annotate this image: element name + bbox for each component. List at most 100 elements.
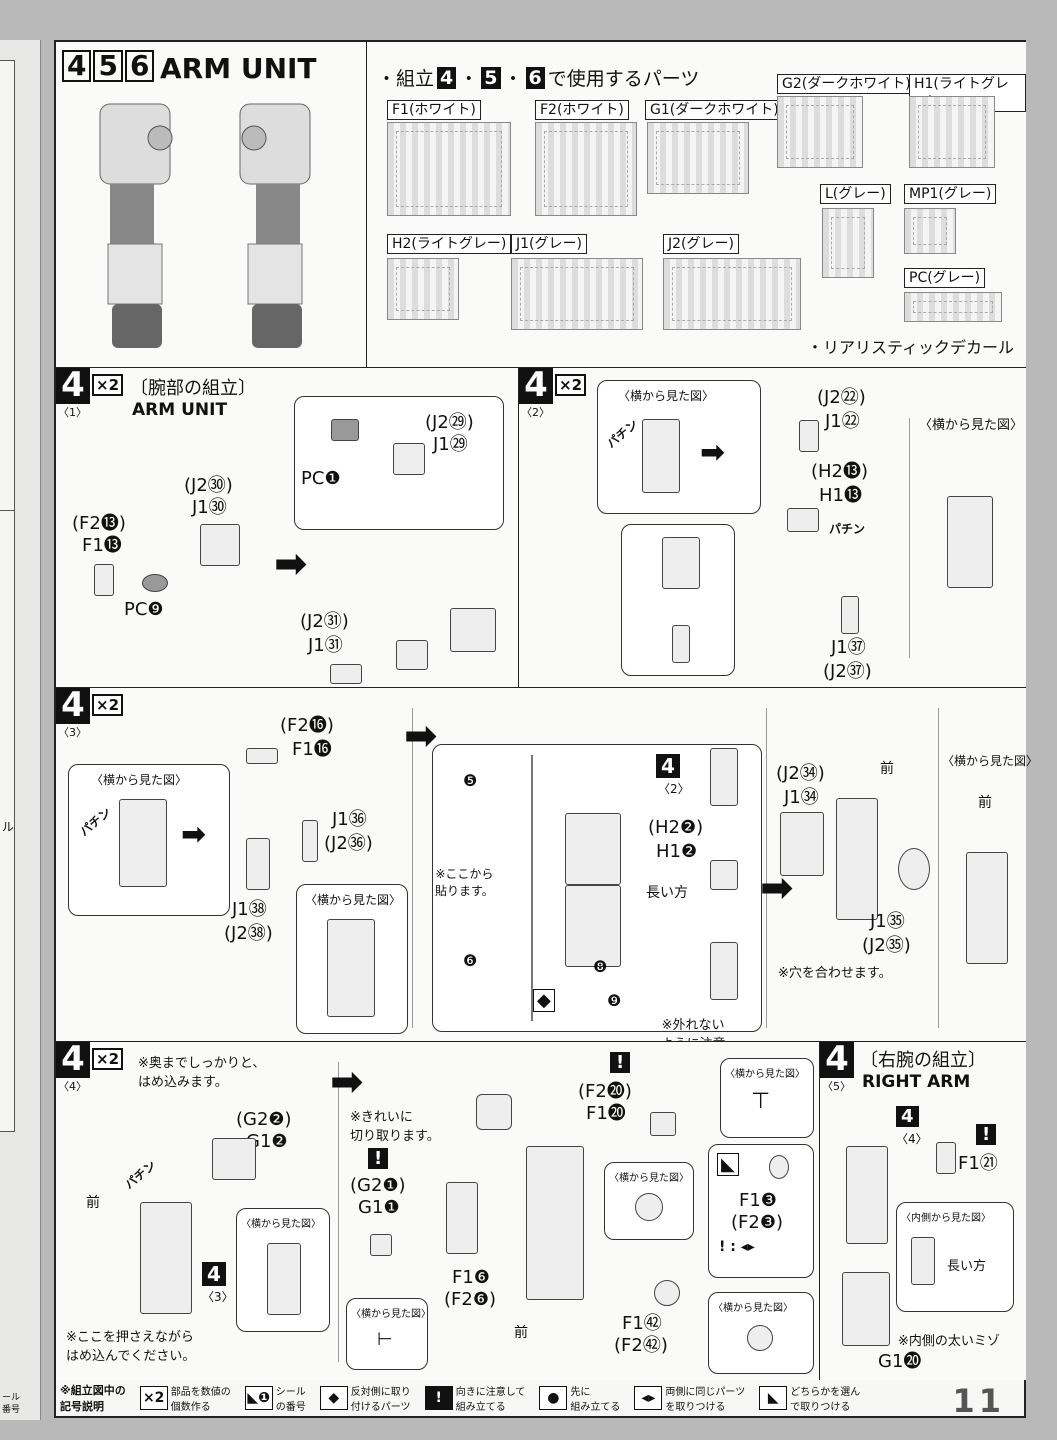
part-label: J1㊲ — [831, 637, 866, 658]
parts-heading-text: ・組立 — [377, 68, 435, 90]
step-panel-5: 4 〈5〉 〔右腕の組立〕 RIGHT ARM 4 〈4〉 ! F1㉑ 〈内側か… — [820, 1042, 1026, 1380]
side-view-bubble: 〈横から見た図〉 ⊢ — [346, 1298, 431, 1370]
assembled-arm — [836, 798, 878, 920]
front-label: 前 — [86, 1195, 100, 1211]
legend-item: !向きに注意して 組み立てる — [424, 1383, 525, 1413]
part-label: F1⓰ — [292, 739, 332, 760]
assembled-arm — [140, 1202, 192, 1314]
snap-note: パチン — [122, 1157, 159, 1192]
step-chip: 6 — [525, 66, 545, 89]
divider — [338, 1062, 339, 1362]
runner-label: G1(ダークホワイト) — [645, 100, 784, 120]
view-caption: 〈横から見た図〉 — [351, 1309, 431, 1320]
choice-bubble: ◣ F1❸ (F2❸) ! : ◂▸ — [708, 1144, 814, 1278]
part-label: (F2㊷) — [614, 1335, 668, 1356]
view-caption: 〈横から見た図〉 — [942, 754, 1039, 768]
inner-part — [911, 1237, 935, 1285]
part-label: (G2❷) — [236, 1109, 292, 1130]
step-sub: 〈2〉 — [521, 406, 550, 419]
part-arm-joint — [662, 537, 700, 589]
view-caption: 〈内側から見た図〉 — [901, 1213, 991, 1224]
long-side-note: 長い方 — [646, 885, 688, 901]
side-view-bubble: 〈横から見た図〉 — [604, 1162, 694, 1240]
multiplier: ×2 — [92, 694, 124, 716]
part-j1-35 — [898, 848, 930, 890]
legend-item: ◣どちらかを選ん で取りつける — [759, 1383, 860, 1413]
step-title-en: ARM UNIT — [132, 400, 228, 420]
legend-title: ※組立図中の 記号説明 — [60, 1384, 126, 1413]
part-f1-13 — [94, 564, 114, 596]
part-f1-21 — [936, 1142, 956, 1174]
align-note: ※穴を合わせます。 — [778, 966, 892, 981]
part-j1-37 — [841, 596, 859, 634]
part-g1-1 — [370, 1234, 392, 1256]
legend-text: シール の番号 — [275, 1387, 306, 1413]
legend-item: ●先に 組み立てる — [539, 1383, 620, 1413]
parts-panel: ・組立 4 ・ 5 ・ 6 で使用するパーツ F1(ホワイト) F2(ホワイト)… — [367, 42, 1026, 368]
margin-text: ル — [2, 820, 15, 834]
step-panel-3: 4 ×2 〈3〉 (F2⓰) F1⓰ J1㊱ (J2㊱) 〈横から見た図〉 パチ… — [56, 688, 1038, 1071]
seal-bubble: ❺ ※ここから 貼ります。 ❻ ❽ ❾ ◆ — [432, 744, 762, 1032]
parts-heading-tail: で使用するパーツ — [547, 68, 700, 90]
part-label: (J2㉞) — [776, 763, 825, 784]
round-part — [635, 1193, 663, 1221]
side-view-bubble: 〈横から見た図〉 — [236, 1208, 330, 1332]
part-label: F1⓭ — [82, 535, 122, 556]
long-side-note: 長い方 — [947, 1259, 987, 1274]
runner-label: PC(グレー) — [904, 268, 986, 288]
step-panel-4: 4 ×2 〈4〉 ※奥までしっかりと、 はめ込みます。 (G2❷) G1❷ 前 … — [56, 1042, 820, 1380]
side-view-bubble: 〈横から見た図〉 ⊤ — [720, 1058, 814, 1138]
left-page-margin: ル ール 番号 — [0, 40, 41, 1420]
part-pc9 — [142, 574, 168, 592]
parts-heading: ・組立 4 ・ 5 ・ 6 で使用するパーツ — [377, 64, 699, 91]
press-note: ※ここを押さえながら はめ込んでください。 — [66, 1330, 196, 1364]
runner-f2 — [535, 122, 637, 216]
runner-l — [822, 208, 874, 278]
part-label: J1㉛ — [308, 635, 343, 656]
view-caption: 〈横から見た図〉 — [241, 1219, 321, 1230]
step-sub: 〈1〉 — [58, 406, 87, 419]
step-badge: 4 ×2 〈2〉 — [519, 368, 587, 419]
both-sides-icon: ◂▸ — [634, 1386, 663, 1410]
front-label: 前 — [880, 761, 894, 777]
multiplier: ×2 — [92, 374, 124, 396]
part-label: J1㊳ — [232, 899, 267, 920]
divider — [412, 708, 413, 1028]
step-chip: 5 — [481, 66, 501, 89]
step-badge: 4 〈5〉 — [820, 1042, 854, 1093]
insert-note: ※奥までしっかりと、 はめ込みます。 — [138, 1056, 266, 1090]
first-assemble-icon: ● — [539, 1386, 568, 1410]
ref-sub: 〈2〉 — [658, 782, 690, 796]
multiplier: ×2 — [92, 1048, 124, 1070]
step-range: 4 5 6 — [62, 50, 155, 82]
part-label: F1⓴ — [586, 1103, 626, 1124]
assembled-arm-side — [966, 852, 1008, 964]
legend-text: 反対側に取り 付けるパーツ — [350, 1387, 411, 1413]
part-label: (J2㊲) — [823, 661, 872, 682]
runner-label: G2(ダークホワイト) — [777, 74, 916, 94]
part-label: F1㊷ — [622, 1313, 662, 1334]
part-label: (H2❷) — [648, 817, 704, 838]
part-label: (F2⓭) — [72, 513, 126, 534]
view-caption: 〈横から見た図〉 — [609, 1173, 689, 1184]
runner-label: F2(ホワイト) — [535, 100, 629, 120]
opposite-side-icon: ◆ — [533, 989, 555, 1012]
armor-part — [565, 885, 621, 967]
cut-note: ※きれいに 切り取ります。 — [350, 1110, 440, 1144]
choose-one-icon: ◣ — [759, 1386, 788, 1410]
step-title-en: RIGHT ARM — [862, 1072, 971, 1092]
part-label: (G2❶) — [350, 1175, 406, 1196]
part-label: PC❾ — [124, 599, 164, 620]
part-label: J1㉒ — [825, 411, 860, 432]
part-arm-joint — [642, 419, 680, 493]
both-sides-icon: ! : ◂▸ — [719, 1239, 755, 1255]
part-f1-6 — [446, 1182, 478, 1254]
runner-g1 — [647, 122, 749, 194]
part-j1-38 — [246, 838, 270, 890]
step-chip: 4 — [437, 66, 457, 89]
seal-number: ❽ — [593, 957, 608, 976]
part-label: (J2㉙) — [425, 412, 474, 433]
part-label: J1㊱ — [332, 809, 367, 830]
step-panel-1: 4 ×2 〈1〉 〔腕部の組立〕 ARM UNIT (J2㉚) J1㉚ (F2⓭… — [56, 368, 519, 688]
